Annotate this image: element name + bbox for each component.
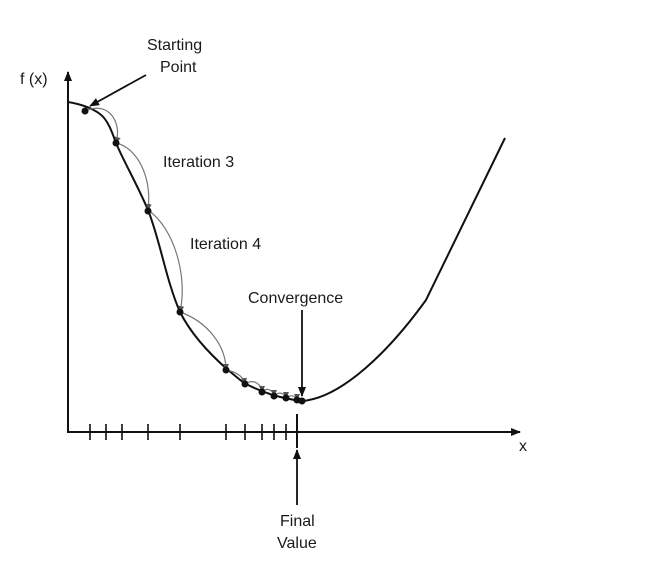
starting-point-label-line1: Starting — [147, 37, 202, 54]
iteration-point — [81, 107, 89, 115]
iteration-point — [298, 397, 306, 405]
iteration-point — [270, 392, 278, 400]
iteration-points — [81, 107, 306, 405]
iteration-point — [258, 388, 266, 396]
iteration-3-label: Iteration 3 — [163, 154, 234, 171]
iteration-point — [112, 139, 120, 147]
final-value-label-line2: Value — [277, 535, 317, 552]
iteration-point — [222, 366, 230, 374]
y-axis-label: f (x) — [20, 71, 48, 88]
starting-point-label-line2: Point — [160, 59, 197, 76]
step-arrows — [84, 107, 300, 401]
iteration-point — [176, 308, 184, 316]
x-axis-ticks — [89, 414, 298, 448]
iteration-point — [282, 394, 290, 402]
convergence-label: Convergence — [248, 290, 343, 307]
function-curve — [67, 101, 506, 403]
iteration-point — [144, 207, 152, 215]
final-value-label-line1: Final — [280, 513, 315, 530]
starting-point-arrow — [89, 74, 147, 107]
iteration-4-label: Iteration 4 — [190, 236, 261, 253]
iteration-point — [241, 380, 249, 388]
x-axis-label: x — [519, 438, 527, 455]
